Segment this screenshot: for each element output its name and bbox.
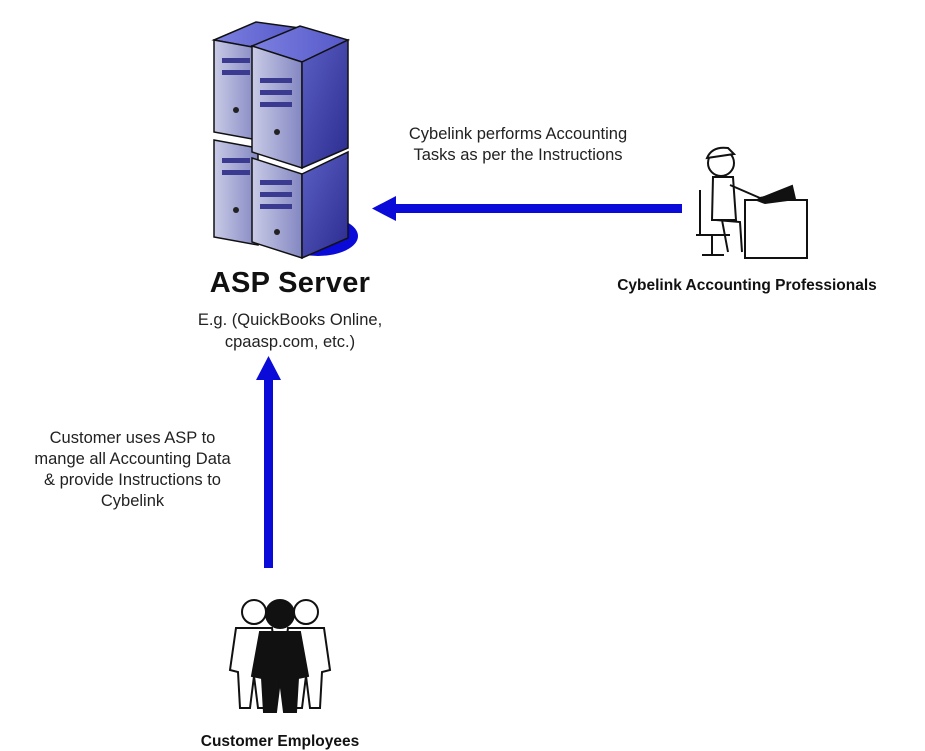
server-subtitle: E.g. (QuickBooks Online, cpaasp.com, etc… [197,311,383,351]
server-title: ASP Server [209,267,371,299]
people-group-icon [228,599,332,713]
server-rack-icon [211,21,358,260]
arrow-customers-to-server [256,356,281,568]
professionals-label: Cybelink Accounting Professionals [617,277,877,294]
arrow-professionals-to-server [372,196,682,221]
accountant-at-desk-icon [696,146,808,259]
customers-label: Customer Employees [200,733,360,750]
edge-label-customers-to-server: Customer uses ASP to mange all Accountin… [34,429,231,510]
edge-label-professionals-to-server: Cybelink performs Accounting Tasks as pe… [408,125,628,164]
